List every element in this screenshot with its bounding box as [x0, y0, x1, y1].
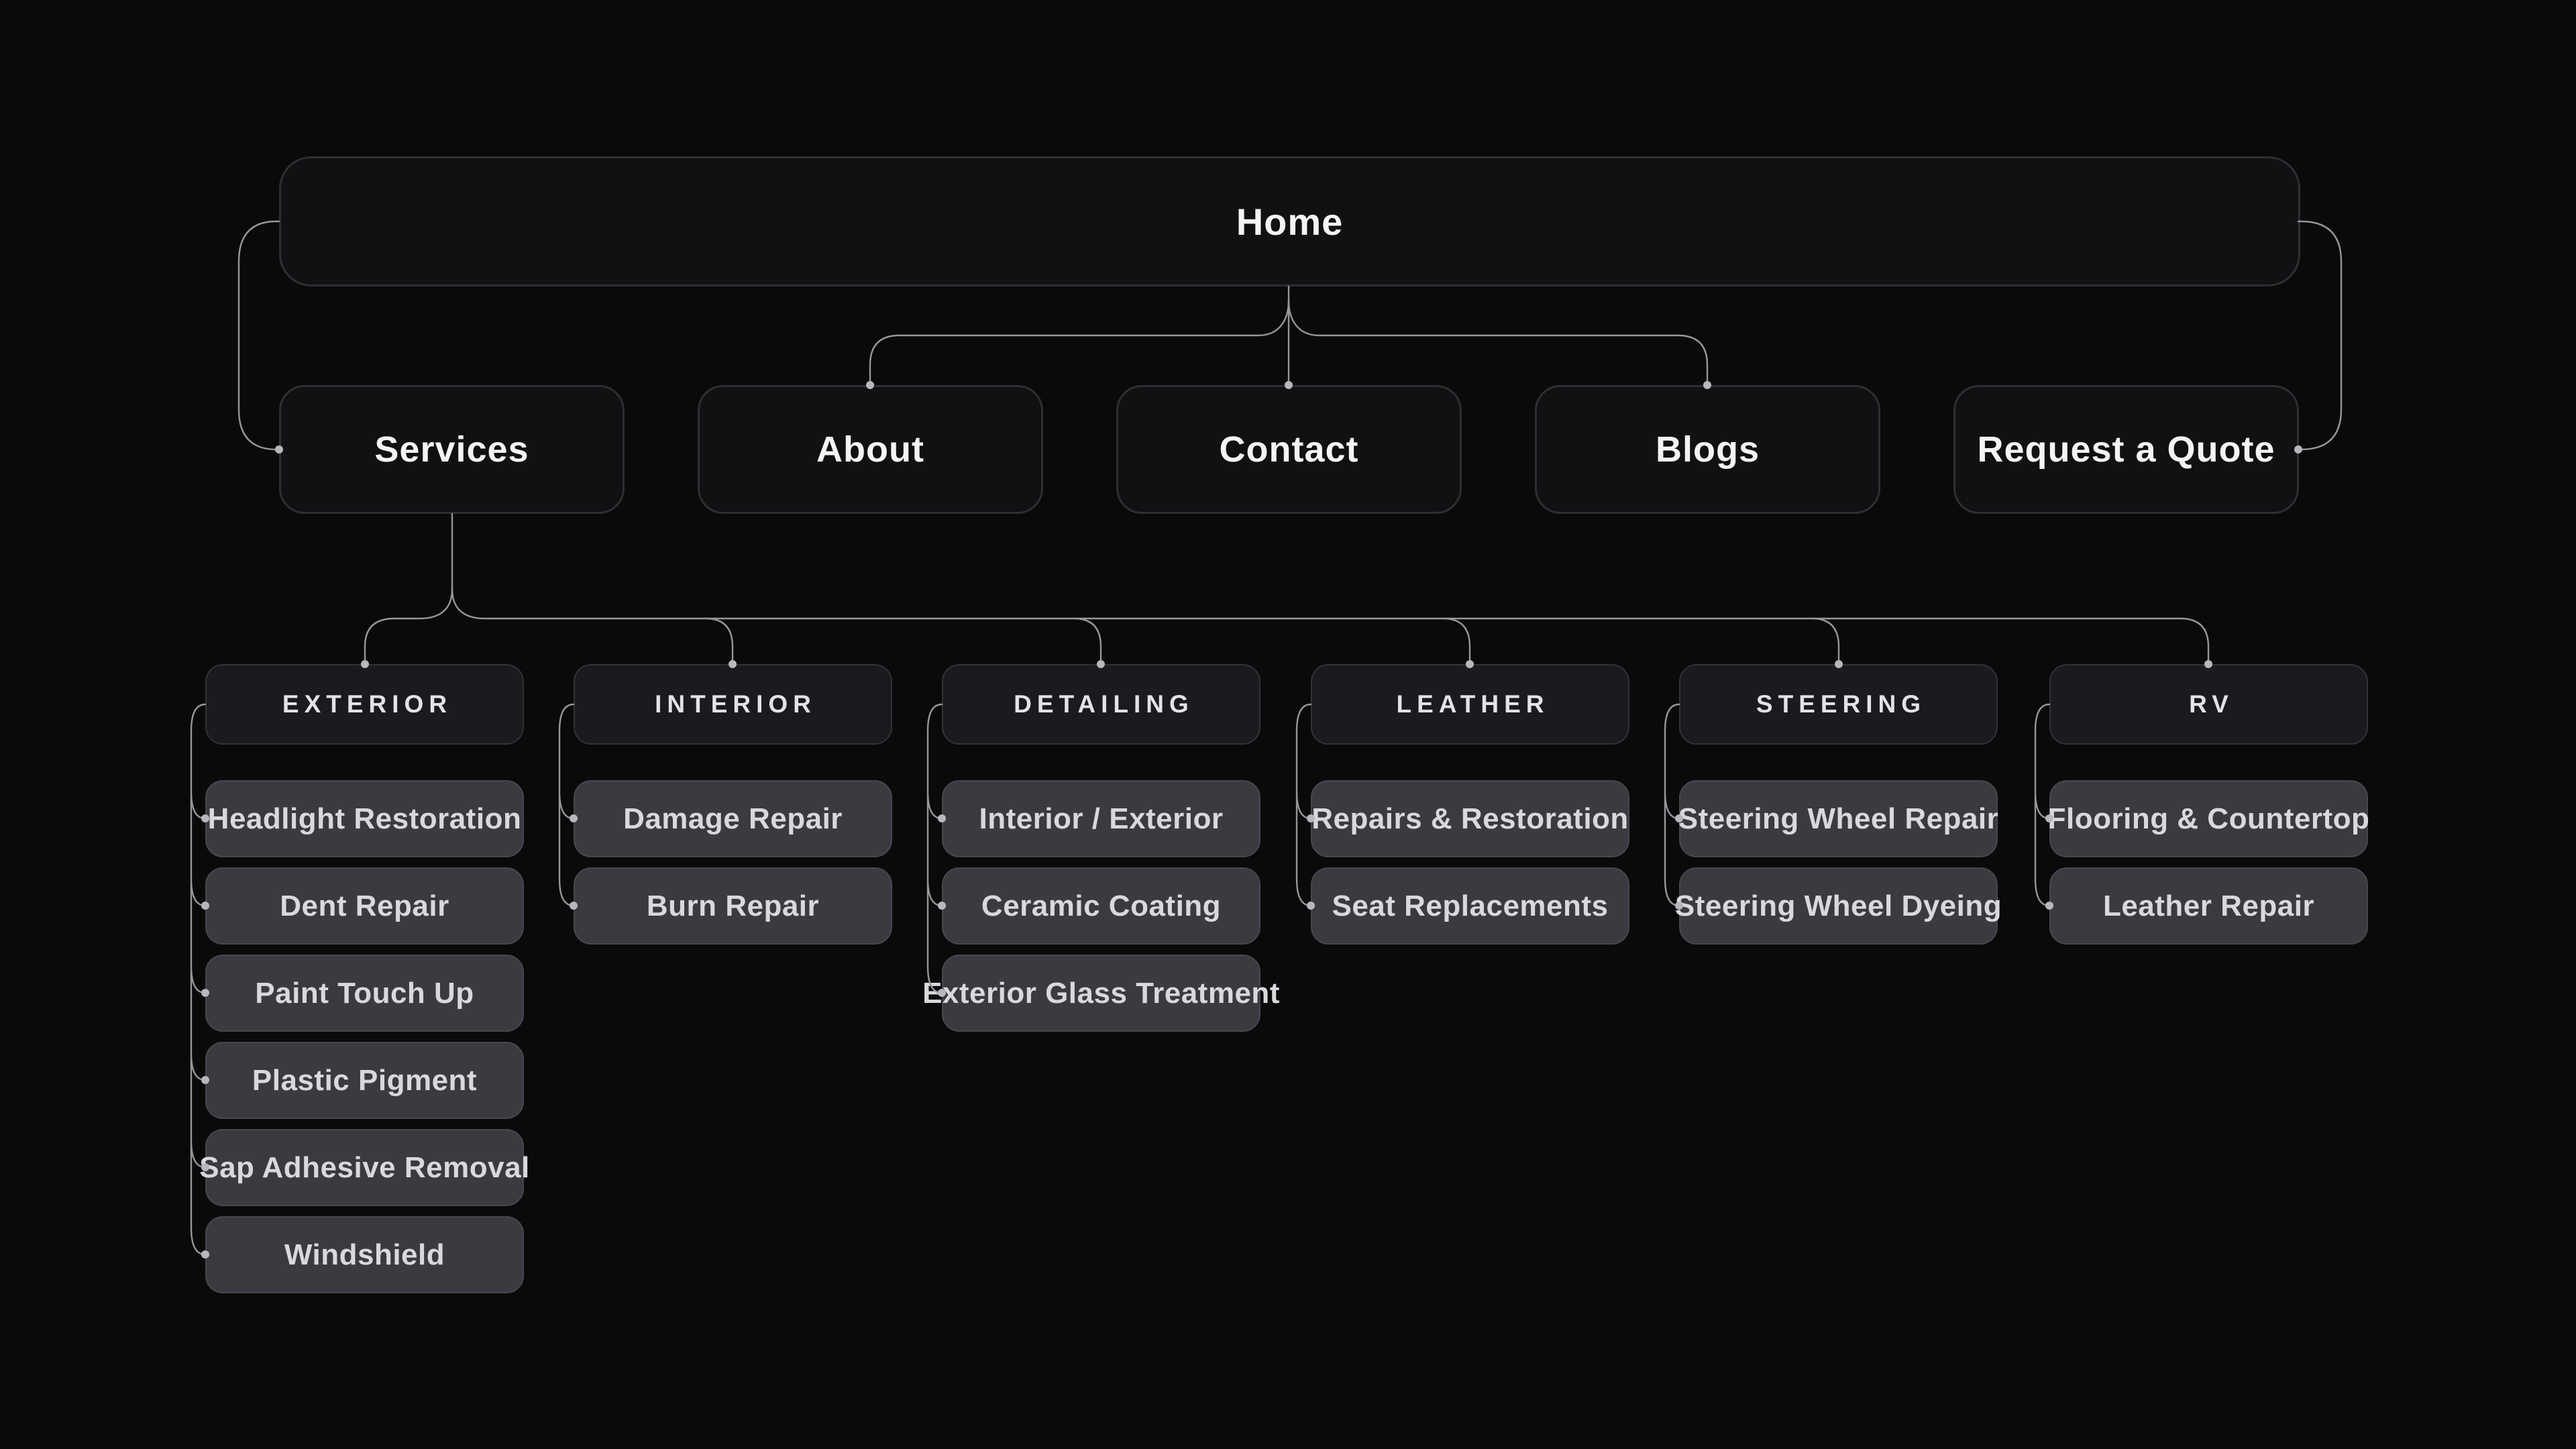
category-node-steering[interactable]: STEERING [1679, 664, 1998, 745]
service-node-steering-wheel-dyeing[interactable]: Steering Wheel Dyeing [1675, 867, 2002, 945]
service-node-burn-repair[interactable]: Burn Repair [574, 867, 892, 945]
nav-node-services[interactable]: Services [279, 385, 625, 514]
service-node-sap-adhesive-removal[interactable]: Sap Adhesive Removal [199, 1129, 529, 1206]
category-node-exterior[interactable]: EXTERIOR [205, 664, 524, 745]
service-node-dent-repair[interactable]: Dent Repair [205, 867, 524, 945]
category-node-interior[interactable]: INTERIOR [574, 664, 892, 745]
services-category-connectors [361, 513, 2212, 668]
service-node-paint-touch-up[interactable]: Paint Touch Up [205, 955, 524, 1032]
service-node-interior-exterior[interactable]: Interior / Exterior [942, 780, 1260, 857]
nav-node-blogs[interactable]: Blogs [1535, 385, 1880, 514]
detailing-bracket [926, 703, 946, 997]
service-node-leather-repair[interactable]: Leather Repair [2049, 867, 2368, 945]
nav-node-contact[interactable]: Contact [1116, 385, 1462, 514]
category-node-leather[interactable]: LEATHER [1311, 664, 1629, 745]
service-node-headlight-restoration[interactable]: Headlight Restoration [205, 780, 524, 857]
service-node-plastic-pigment[interactable]: Plastic Pigment [205, 1042, 524, 1119]
service-node-damage-repair[interactable]: Damage Repair [574, 780, 892, 857]
service-node-flooring-countertop[interactable]: Flooring & Countertop [2048, 780, 2369, 857]
service-node-exterior-glass-treatment[interactable]: Exterior Glass Treatment [922, 955, 1279, 1032]
nav-node-request-a-quote[interactable]: Request a Quote [1953, 385, 2299, 514]
service-node-steering-wheel-repair[interactable]: Steering Wheel Repair [1678, 780, 1998, 857]
service-node-windshield[interactable]: Windshield [205, 1216, 524, 1293]
service-node-seat-replacements[interactable]: Seat Replacements [1311, 867, 1629, 945]
nav-node-about[interactable]: About [698, 385, 1043, 514]
node-home[interactable]: Home [279, 156, 2300, 286]
category-node-rv[interactable]: RV [2049, 664, 2368, 745]
category-node-detailing[interactable]: DETAILING [942, 664, 1260, 745]
service-node-repairs-restoration[interactable]: Repairs & Restoration [1311, 780, 1629, 857]
service-node-ceramic-coating[interactable]: Ceramic Coating [942, 867, 1260, 945]
